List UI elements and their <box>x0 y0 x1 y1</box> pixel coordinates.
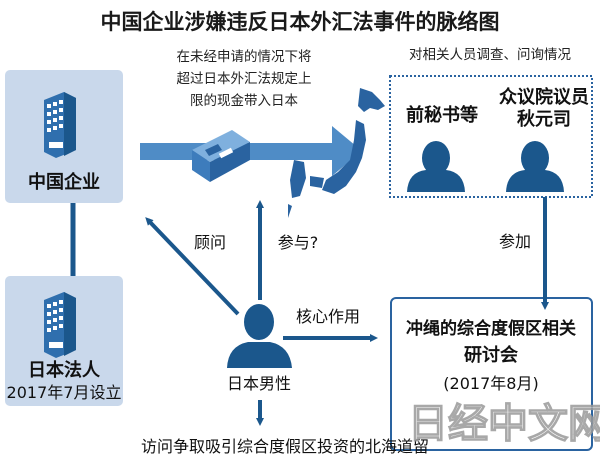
former-secretary-label: 前秘书等 <box>406 104 478 126</box>
investigation-header: 对相关人员调查、问询情况 <box>409 47 571 63</box>
person-icon <box>227 304 292 368</box>
building-icon <box>44 92 76 158</box>
hokkaido-label: 访问争取吸引综合度假区投资的北海道留 <box>141 437 429 456</box>
advisor-label: 顾问 <box>194 233 226 252</box>
japanese-man-label: 日本男性 <box>227 374 291 393</box>
chinese-company-node: 中国企业 <box>5 70 123 203</box>
symposium-date: (2017年8月) <box>443 374 538 393</box>
japan-corp-label: 日本法人 <box>28 359 101 381</box>
chinese-company-label: 中国企业 <box>28 171 100 193</box>
japan-corp-node: 日本法人 2017年7月设立 <box>5 276 123 406</box>
cash-flow-arrow <box>140 126 362 176</box>
symposium-title: 冲绳的综合度假区相关 <box>406 318 576 339</box>
investigation-box <box>389 75 593 198</box>
attend-label: 参加 <box>499 232 531 251</box>
person-icon <box>407 141 465 192</box>
building-icon <box>44 292 76 358</box>
symposium-title-line2: 研讨会 <box>464 344 518 366</box>
lawmaker-name: 秋元司 <box>517 108 571 130</box>
svg-text:超过日本外汇法规定上: 超过日本外汇法规定上 <box>177 71 312 87</box>
svg-text:在未经申请的情况下将: 在未经申请的情况下将 <box>177 49 312 65</box>
advisor-arrow <box>145 217 240 316</box>
diagram-title: 中国企业涉嫌违反日本外汇法事件的脉络图 <box>101 10 500 34</box>
person-icon <box>506 141 564 192</box>
svg-text:限的现金带入日本: 限的现金带入日本 <box>190 93 298 109</box>
cash-note: 在未经申请的情况下将 超过日本外汇法规定上 限的现金带入日本 <box>177 49 312 109</box>
cash-stack-icon <box>192 130 250 182</box>
watermark: 日经中文网 <box>408 401 600 447</box>
lawmaker-title: 众议院议员 <box>499 86 589 108</box>
japan-map-icon <box>288 88 385 218</box>
core-role-label: 核心作用 <box>296 307 360 326</box>
symposium-box <box>390 297 593 451</box>
japan-corp-note: 2017年7月设立 <box>7 383 122 402</box>
involved-label: 参与? <box>278 233 319 252</box>
